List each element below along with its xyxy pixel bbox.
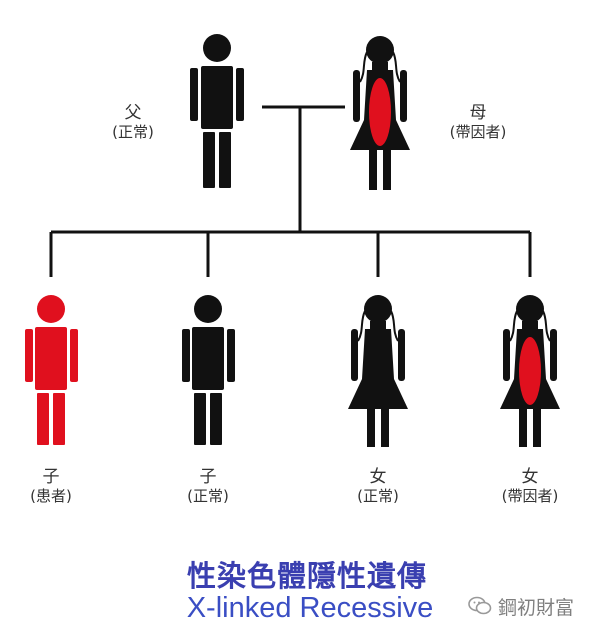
father-label: 父 (正常) [98, 103, 168, 141]
child-2-figure [182, 295, 235, 445]
father-status: (正常) [112, 123, 154, 142]
child-4-status: (帶因者) [501, 487, 559, 506]
child-1-label: 子 (患者) [11, 467, 91, 505]
child-4-relation: 女 [521, 467, 539, 487]
father-relation: 父 [124, 103, 142, 123]
caption-english: X-linked Recessive [186, 592, 434, 624]
watermark: 鋼初財富 [468, 592, 574, 620]
child-4-label: 女 (帶因者) [480, 467, 580, 505]
wechat-icon [468, 596, 492, 615]
watermark-text: 鋼初財富 [498, 596, 575, 619]
pedigree-lines [49, 105, 532, 277]
mother-figure [350, 36, 410, 190]
child-3-relation: 女 [369, 467, 387, 487]
child-1-relation: 子 [42, 467, 60, 487]
child-2-label: 子 (正常) [168, 467, 248, 505]
caption-chinese: 性染色體隱性遺傳 [186, 559, 427, 593]
father-figure [190, 34, 244, 188]
child-1-figure [25, 295, 78, 445]
child-2-relation: 子 [199, 467, 217, 487]
mother-label: 母 (帶因者) [428, 103, 528, 141]
child-3-label: 女 (正常) [338, 467, 418, 505]
mother-status: (帶因者) [449, 123, 507, 142]
child-2-status: (正常) [187, 487, 229, 506]
child-1-status: (患者) [30, 487, 72, 506]
child-3-status: (正常) [357, 487, 399, 506]
mother-relation: 母 [469, 103, 487, 123]
child-3-figure [348, 295, 408, 447]
child-4-figure [500, 295, 560, 447]
